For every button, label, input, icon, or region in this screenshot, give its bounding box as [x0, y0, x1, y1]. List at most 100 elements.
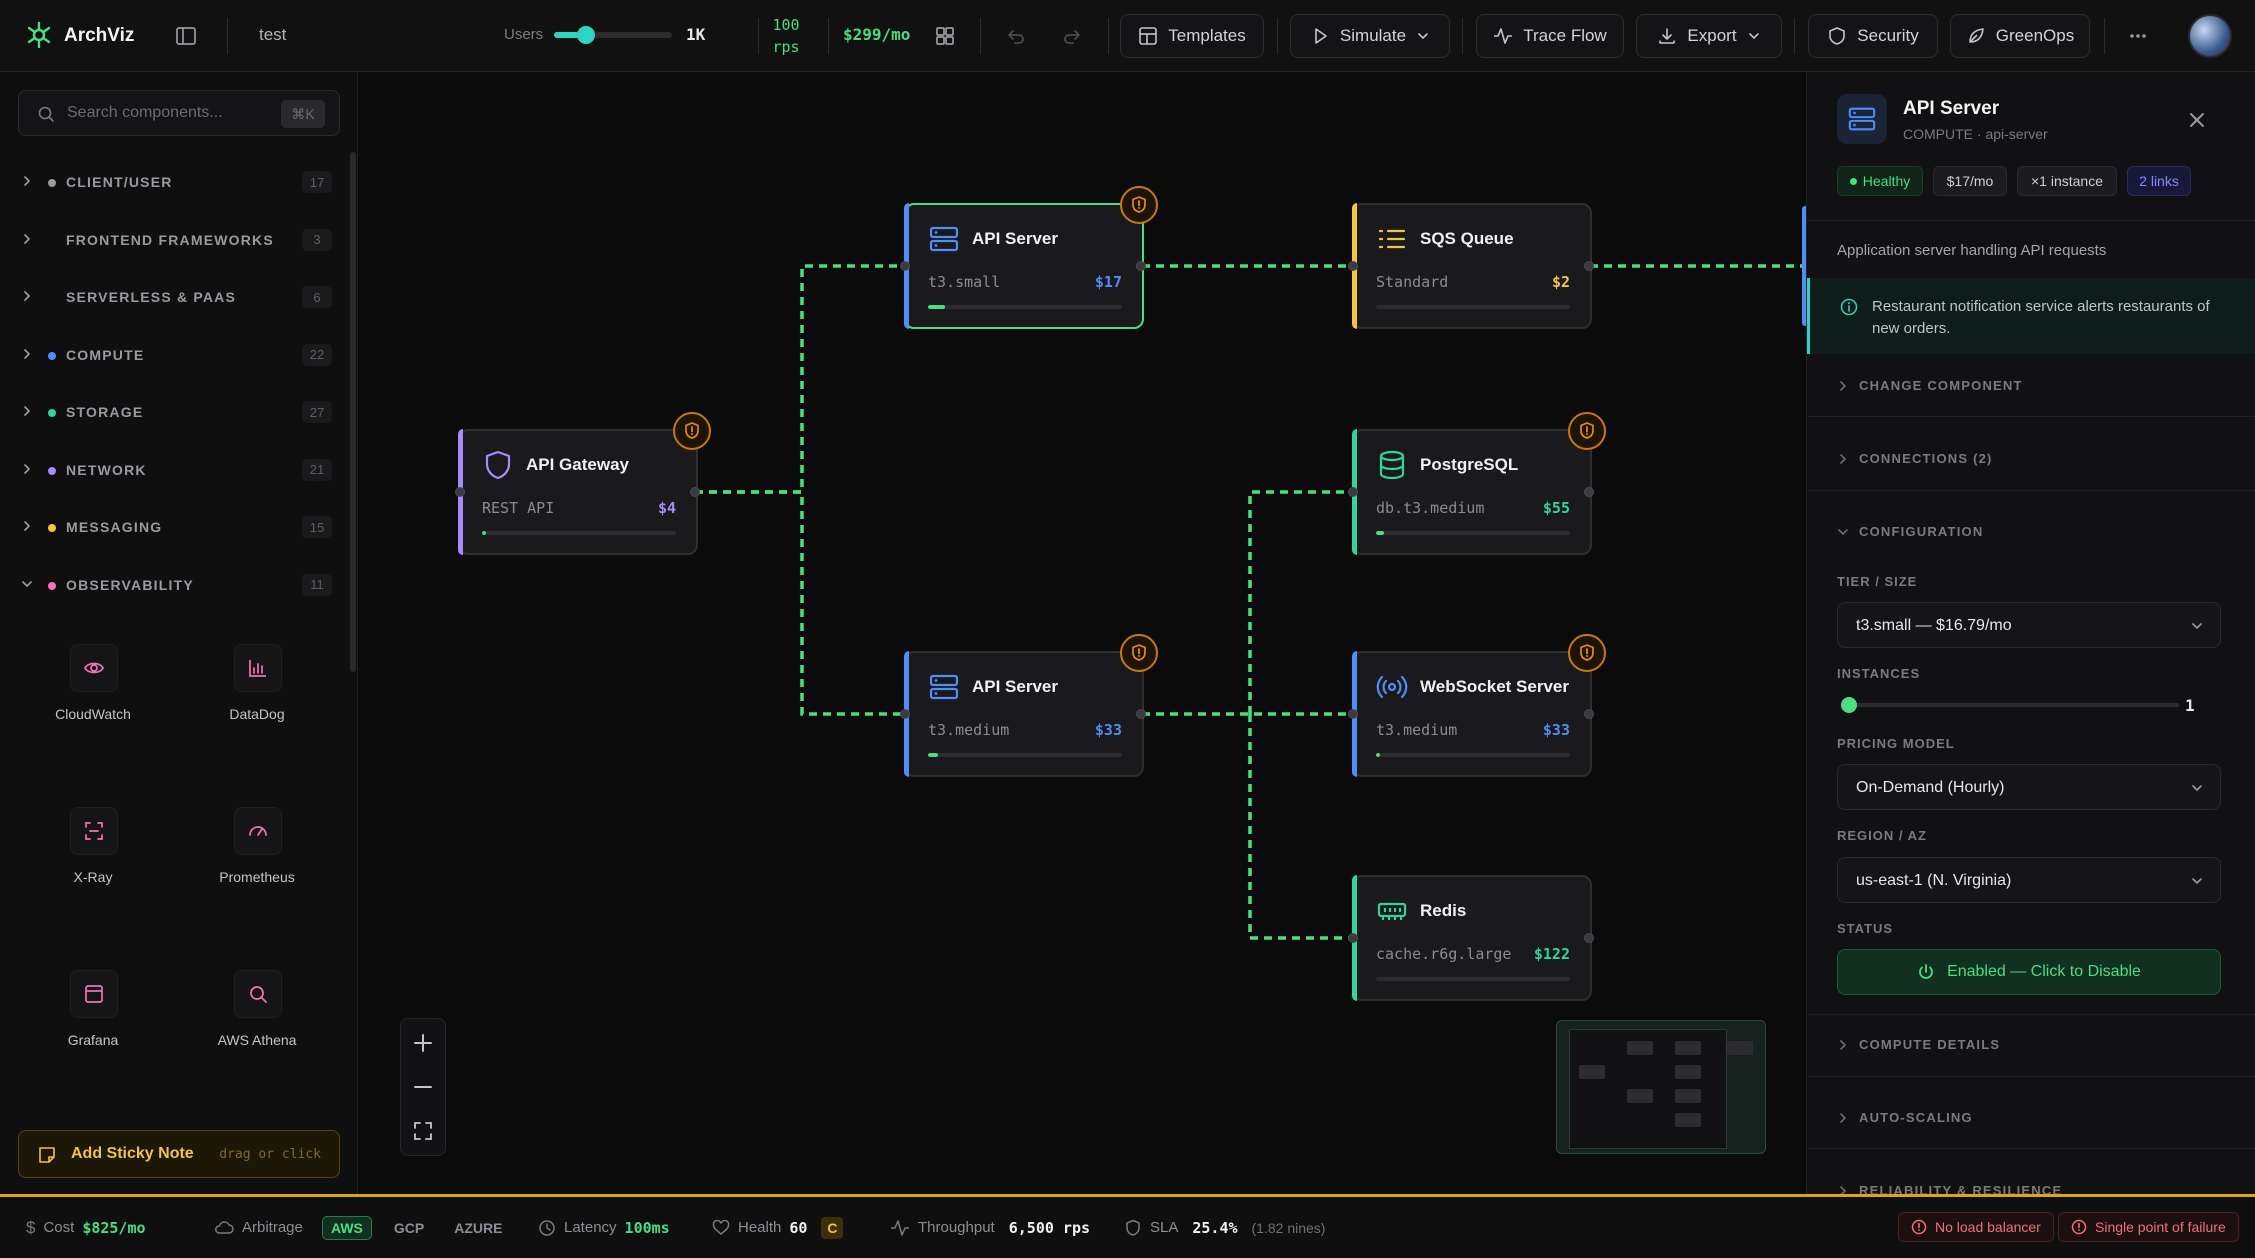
- users-slider[interactable]: [554, 26, 672, 44]
- fit-view-button[interactable]: [401, 1109, 445, 1153]
- zoom-in-button[interactable]: [401, 1021, 445, 1065]
- architecture-canvas[interactable]: API Gateway REST API $4 API Server t3.sm…: [358, 72, 1806, 1194]
- greenops-button[interactable]: GreenOps: [1950, 14, 2090, 58]
- section-change-component[interactable]: CHANGE COMPONENT: [1837, 378, 2023, 393]
- component-grafana[interactable]: Grafana: [28, 970, 158, 1080]
- layout-grid-button[interactable]: [929, 20, 961, 52]
- node-port[interactable]: [900, 261, 910, 271]
- users-slider-thumb[interactable]: [576, 26, 595, 44]
- minimap[interactable]: [1556, 1020, 1766, 1154]
- zoom-controls: [400, 1018, 446, 1156]
- section-compute-details[interactable]: COMPUTE DETAILS: [1837, 1037, 2000, 1052]
- node-websocket-server[interactable]: WebSocket Server t3.medium $33: [1352, 651, 1592, 777]
- zoom-out-button[interactable]: [401, 1065, 445, 1109]
- toggle-sidebar-button[interactable]: [170, 20, 202, 52]
- node-port[interactable]: [1584, 709, 1594, 719]
- node-port[interactable]: [1348, 933, 1358, 943]
- minimap-node: [1675, 1041, 1701, 1055]
- section-auto-scaling[interactable]: AUTO-SCALING: [1837, 1110, 1973, 1125]
- node-port[interactable]: [455, 487, 465, 497]
- node-port[interactable]: [1136, 261, 1146, 271]
- status-label: STATUS: [1837, 921, 1894, 936]
- warning-no-load-balancer[interactable]: No load balancer: [1898, 1212, 2054, 1242]
- power-icon: [1919, 964, 1933, 979]
- component-datadog[interactable]: DataDog: [192, 644, 322, 754]
- component-description: Application server handling API requests: [1837, 242, 2107, 259]
- category-count: 21: [302, 458, 332, 481]
- simulate-button[interactable]: Simulate: [1290, 14, 1450, 58]
- security-warning-icon[interactable]: [673, 412, 711, 450]
- activity-icon: [1494, 28, 1513, 44]
- links-badge[interactable]: 2 links: [2127, 166, 2191, 196]
- avatar[interactable]: [2188, 14, 2232, 58]
- search-icon: [38, 106, 54, 122]
- node-port[interactable]: [1136, 709, 1146, 719]
- node-title: SQS Queue: [1420, 229, 1514, 248]
- sticky-note-label: Add Sticky Note: [71, 1145, 194, 1162]
- node-port[interactable]: [1348, 261, 1358, 271]
- node-port[interactable]: [900, 709, 910, 719]
- node-sqs-queue[interactable]: SQS Queue Standard $2: [1352, 203, 1592, 329]
- sla-value: 25.4%: [1192, 1218, 1238, 1237]
- node-port[interactable]: [1584, 487, 1594, 497]
- security-button[interactable]: Security: [1808, 14, 1938, 58]
- section-configuration[interactable]: CONFIGURATION: [1837, 524, 1983, 539]
- grid-icon: [936, 27, 954, 45]
- instances-slider[interactable]: [1841, 697, 2179, 713]
- node-port[interactable]: [1348, 709, 1358, 719]
- node-api-gateway[interactable]: API Gateway REST API $4: [458, 429, 698, 555]
- tier-select[interactable]: t3.small — $16.79/mo: [1837, 602, 2221, 648]
- trace-flow-button[interactable]: Trace Flow: [1476, 14, 1624, 58]
- minimap-node: [1627, 1089, 1653, 1103]
- node-api-server-2[interactable]: API Server t3.medium $33: [904, 651, 1144, 777]
- component-cloudwatch[interactable]: CloudWatch: [28, 644, 158, 754]
- node-port[interactable]: [1348, 487, 1358, 497]
- node-postgresql[interactable]: PostgreSQL db.t3.medium $55: [1352, 429, 1592, 555]
- section-reliability[interactable]: RELIABILITY & RESILIENCE: [1837, 1183, 2062, 1194]
- templates-button[interactable]: Templates: [1120, 14, 1264, 58]
- provider-aws[interactable]: AWS: [322, 1215, 372, 1240]
- toggle-status-button[interactable]: Enabled — Click to Disable: [1837, 949, 2221, 995]
- security-warning-icon[interactable]: [1568, 412, 1606, 450]
- pricing-select[interactable]: On-Demand (Hourly): [1837, 764, 2221, 810]
- security-warning-icon[interactable]: [1568, 634, 1606, 672]
- node-cost: $55: [1542, 499, 1570, 517]
- redo-button[interactable]: [1056, 20, 1088, 52]
- security-warning-icon[interactable]: [1120, 186, 1158, 224]
- section-connections[interactable]: CONNECTIONS (2): [1837, 451, 1993, 466]
- category-label: CLIENT/USER: [66, 174, 173, 190]
- more-options-button[interactable]: [2122, 20, 2154, 52]
- instances-slider-thumb[interactable]: [1841, 697, 1857, 713]
- chevron-down-icon: [22, 580, 32, 587]
- warning-single-point-of-failure[interactable]: Single point of failure: [2058, 1212, 2239, 1242]
- sidebar-scrollbar[interactable]: [350, 152, 356, 672]
- security-warning-icon[interactable]: [1120, 634, 1158, 672]
- add-sticky-note-button[interactable]: Add Sticky Note drag or click: [18, 1130, 340, 1178]
- search-input[interactable]: Search components...: [67, 104, 223, 121]
- node-api-server-1[interactable]: API Server t3.small $17: [904, 203, 1144, 329]
- project-name[interactable]: test: [259, 25, 287, 44]
- node-port[interactable]: [1584, 933, 1594, 943]
- export-button[interactable]: Export: [1636, 14, 1782, 58]
- provider-azure[interactable]: AZURE: [454, 1219, 503, 1236]
- component-prometheus[interactable]: Prometheus: [192, 807, 322, 917]
- undo-button[interactable]: [1000, 20, 1032, 52]
- component-aws-athena[interactable]: AWS Athena: [192, 970, 322, 1080]
- node-redis[interactable]: Redis cache.r6g.large $122: [1352, 875, 1592, 1001]
- search-box[interactable]: Search components... ⌘K: [18, 90, 340, 136]
- chevron-down-icon: [1418, 33, 1428, 40]
- close-panel-button[interactable]: [2185, 108, 2209, 132]
- provider-gcp[interactable]: GCP: [393, 1219, 425, 1236]
- node-port[interactable]: [1584, 261, 1594, 271]
- component-x-ray[interactable]: X-Ray: [28, 807, 158, 917]
- region-select[interactable]: us-east-1 (N. Virginia): [1837, 857, 2221, 903]
- node-port[interactable]: [690, 487, 700, 497]
